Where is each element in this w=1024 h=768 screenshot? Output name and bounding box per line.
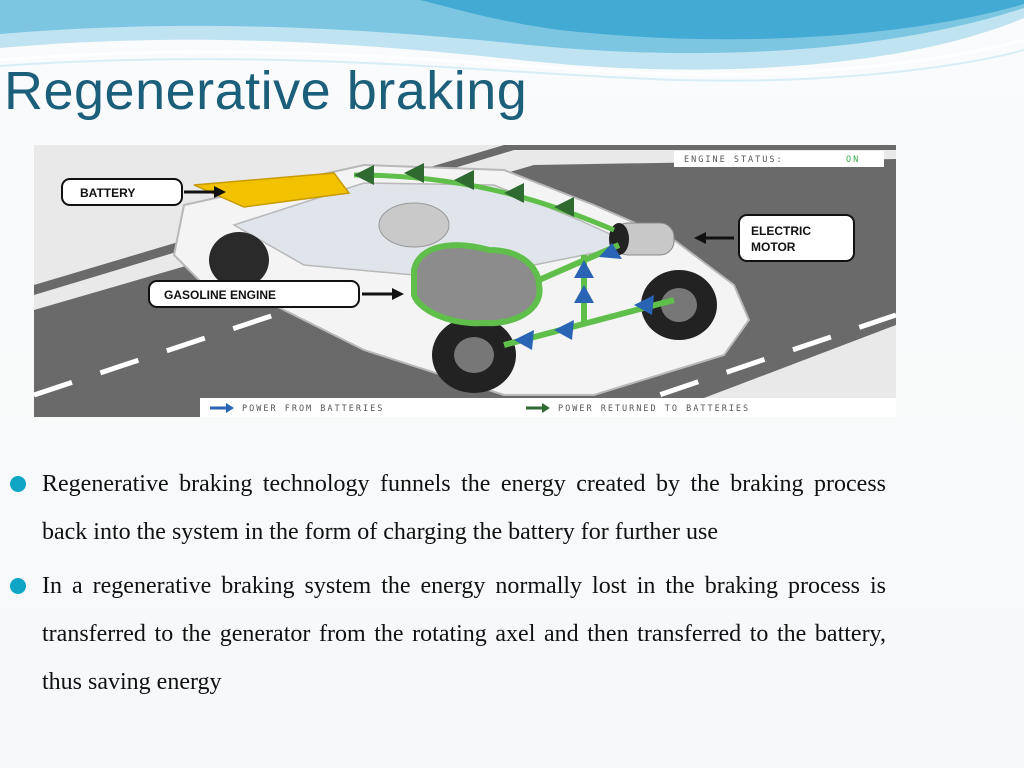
bullet-item: In a regenerative braking system the ene… [10, 562, 886, 706]
bullet-text: In a regenerative braking system the ene… [42, 573, 886, 695]
arrow-left-icon [694, 232, 706, 244]
callout-battery [61, 178, 183, 206]
bullet-text: Regenerative braking technology funnels … [42, 471, 886, 545]
legend-power-returned: POWER RETURNED TO BATTERIES [558, 404, 750, 414]
green-arrow-icon [542, 403, 550, 413]
power-returned-arrows [354, 163, 574, 217]
bullet-dot-icon [10, 476, 26, 492]
callout-battery-label: BATTERY [80, 186, 135, 200]
hybrid-car-diagram: ENGINE STATUS: ON BATTERY ELECTRIC MOTOR… [34, 145, 896, 417]
arrow-right-icon [214, 186, 226, 198]
battery-pack [193, 172, 351, 208]
gasoline-engine-block [411, 242, 543, 327]
power-from-batteries-arrows [514, 243, 654, 350]
engine-status-label: ENGINE STATUS: [684, 155, 784, 165]
engine-status-value: ON [846, 155, 860, 165]
callout-electric-motor-line2: MOTOR [751, 240, 796, 254]
lane-marking [34, 292, 335, 398]
callout-gasoline-engine-label: GASOLINE ENGINE [164, 288, 276, 302]
diagram-canvas: ENGINE STATUS: ON BATTERY ELECTRIC MOTOR… [34, 145, 896, 417]
callout-gasoline-engine [148, 280, 360, 308]
callout-electric-motor [738, 214, 855, 262]
bullet-item: Regenerative braking technology funnels … [10, 460, 886, 556]
bullet-dot-icon [10, 578, 26, 594]
rear-wheel [209, 232, 269, 288]
slide-title: Regenerative braking [4, 61, 528, 121]
diagram-legend: POWER FROM BATTERIES POWER RETURNED TO B… [200, 398, 896, 417]
arrow-right-icon [392, 288, 404, 300]
legend-power-from-batteries: POWER FROM BATTERIES [242, 404, 384, 414]
bullet-list: Regenerative braking technology funnels … [10, 460, 886, 712]
callout-electric-motor-line1: ELECTRIC [751, 224, 811, 238]
lane-marking [593, 312, 896, 417]
header-wave-decoration [0, 0, 1024, 82]
blue-arrow-icon [226, 403, 234, 413]
car-seat [378, 202, 450, 248]
